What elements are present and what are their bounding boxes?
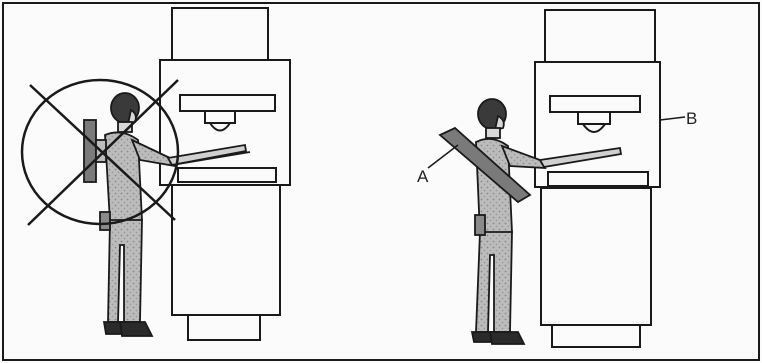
- leader-line-a: [427, 144, 459, 169]
- left-panel: [20, 7, 291, 341]
- press-machine-left: [159, 7, 291, 341]
- press-machine-right: [534, 9, 661, 348]
- label-a: A: [417, 167, 429, 186]
- leader-line-b: [659, 116, 686, 121]
- prohibited-symbol-icon: [20, 78, 180, 226]
- worker-right: [438, 98, 623, 345]
- right-panel: A B: [417, 9, 697, 348]
- label-b: B: [686, 109, 697, 128]
